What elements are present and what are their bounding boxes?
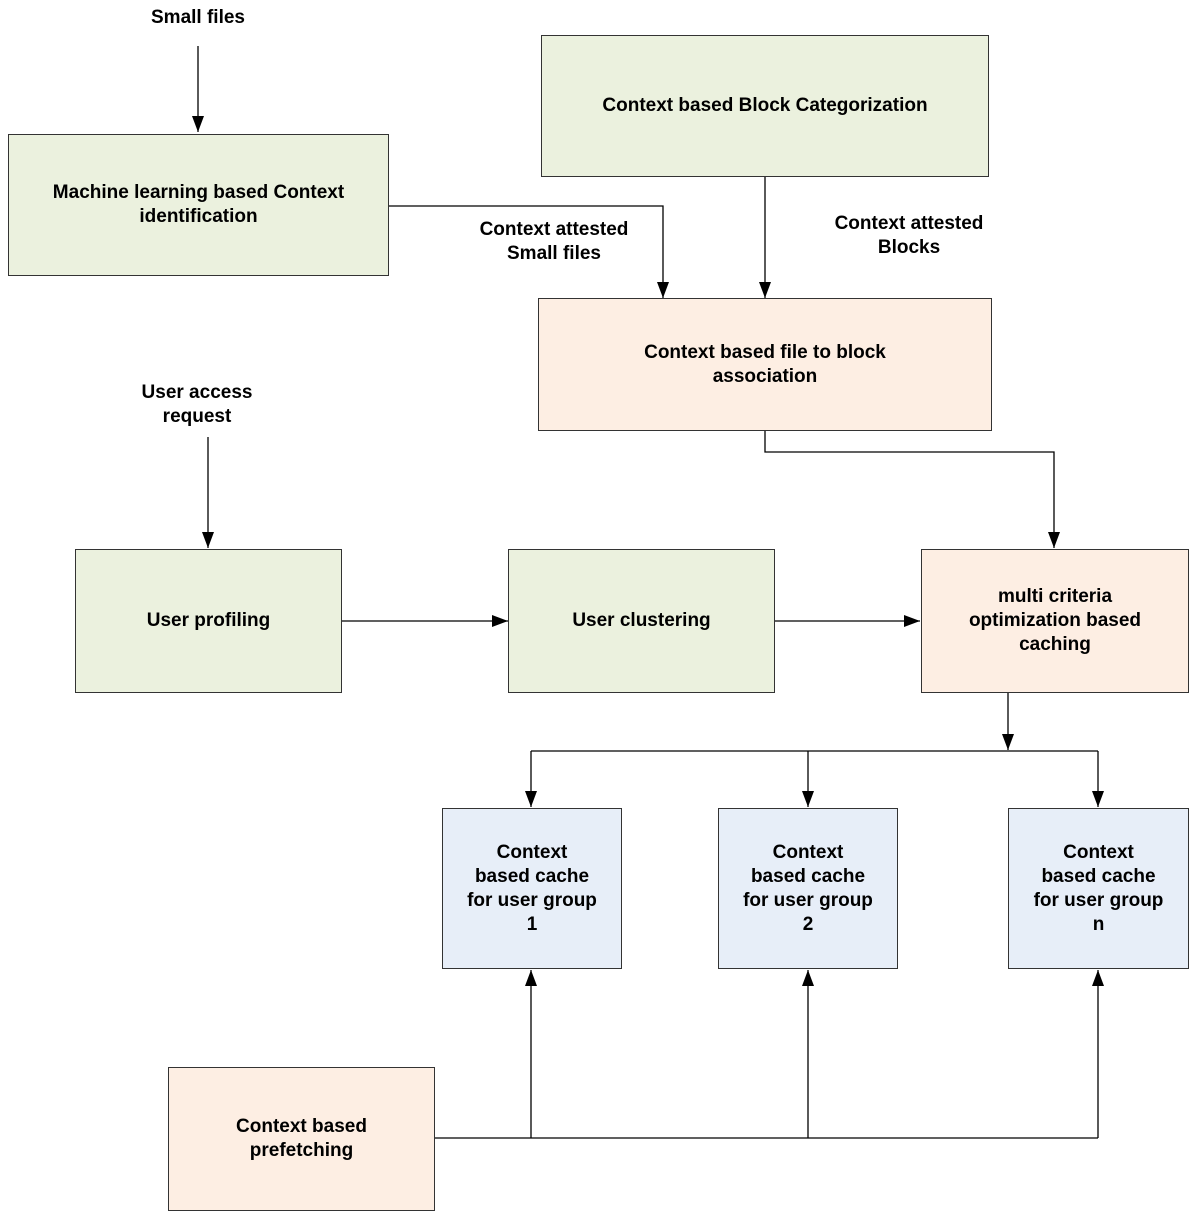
node-user-clustering-label: User clustering — [572, 610, 711, 631]
node-user-profiling-label: User profiling — [146, 610, 271, 631]
arrow-ml-to-file-block — [389, 205, 669, 298]
arrow-file-block-to-mco — [764, 431, 1060, 548]
node-cache-group-2: Context based cache for user group 2 — [718, 808, 898, 969]
node-file-to-block-association: Context based file to block association — [538, 298, 992, 431]
node-file-to-block-association-label: Context based file to block association — [644, 341, 886, 387]
label-user-access-request: User access request — [141, 382, 253, 427]
node-cache-group-1-label: Context based cache for user group 1 — [467, 841, 597, 935]
node-user-profiling: User profiling — [75, 549, 342, 693]
node-mco-caching: multi criteria optimization based cachin… — [921, 549, 1189, 693]
node-cache-group-n-label: Context based cache for user group n — [1033, 841, 1164, 935]
label-attested-blocks: Context attested Blocks — [834, 213, 984, 258]
label-attested-small-files: Context attested Small files — [479, 219, 629, 264]
node-ml-context-identification-label: Machine learning based Context identific… — [52, 182, 345, 227]
node-cache-group-n: Context based cache for user group n — [1008, 808, 1189, 969]
node-mco-caching-label: multi criteria optimization based cachin… — [968, 586, 1142, 655]
node-user-clustering: User clustering — [508, 549, 775, 693]
node-context-prefetching-label: Context based prefetching — [236, 1116, 367, 1161]
node-block-categorization-label: Context based Block Categorization — [602, 95, 928, 116]
node-cache-group-2-label: Context based cache for user group 2 — [743, 841, 873, 935]
node-cache-group-1: Context based cache for user group 1 — [442, 808, 622, 969]
node-block-categorization: Context based Block Categorization — [541, 35, 989, 177]
node-context-prefetching: Context based prefetching — [168, 1067, 435, 1211]
label-small-files: Small files — [151, 7, 245, 28]
node-ml-context-identification: Machine learning based Context identific… — [8, 134, 389, 276]
